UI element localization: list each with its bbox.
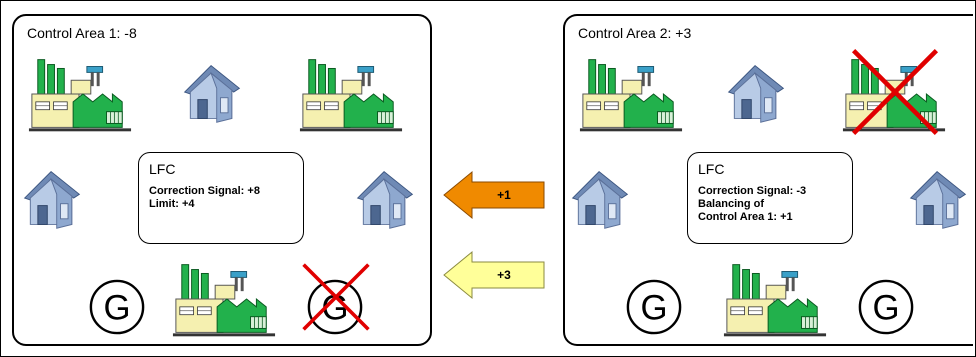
house-icon [567,166,633,232]
lfc-limit: Limit: +4 [149,198,195,210]
generator-icon [625,278,683,336]
lfc-box-area-2: LFC Correction Signal: -3 Balancing of C… [687,152,853,244]
cross-out-icon [840,46,950,138]
generator-icon [88,278,146,336]
lfc-title: LFC [149,161,176,177]
factory-icon [577,54,685,134]
lfc-correction-signal: Correction Signal: -3 [698,185,807,197]
cross-out-icon [300,258,372,336]
control-area-1-title: Control Area 1: -8 [27,25,137,41]
control-area-1: Control Area 1: -8 LFC Correction Signal… [12,14,432,346]
lfc-box-area-1: LFC Correction Signal: +8 Limit: +4 [138,152,304,244]
flow-arrow-2 [443,250,545,300]
house-icon [905,166,971,232]
flow-arrow-1-label: +1 [497,188,511,202]
generator-icon [857,278,915,336]
lfc-balancing-value: Control Area 1: +1 [698,211,793,223]
control-area-2: Control Area 2: +3 LFC Correction Signal… [563,14,973,346]
factory-icon [170,259,278,339]
control-area-2-title: Control Area 2: +3 [578,25,692,41]
house-icon [723,60,789,126]
factory-icon [721,259,829,339]
lfc-title: LFC [698,161,725,177]
factory-icon [297,54,405,134]
house-icon [179,60,245,126]
lfc-correction-signal: Correction Signal: +8 [149,185,260,197]
flow-arrow-1 [443,170,545,220]
lfc-balancing-line: Balancing of [698,198,765,210]
flow-arrow-2-label: +3 [497,268,511,282]
house-icon [352,166,418,232]
house-icon [19,166,85,232]
factory-icon [26,54,134,134]
